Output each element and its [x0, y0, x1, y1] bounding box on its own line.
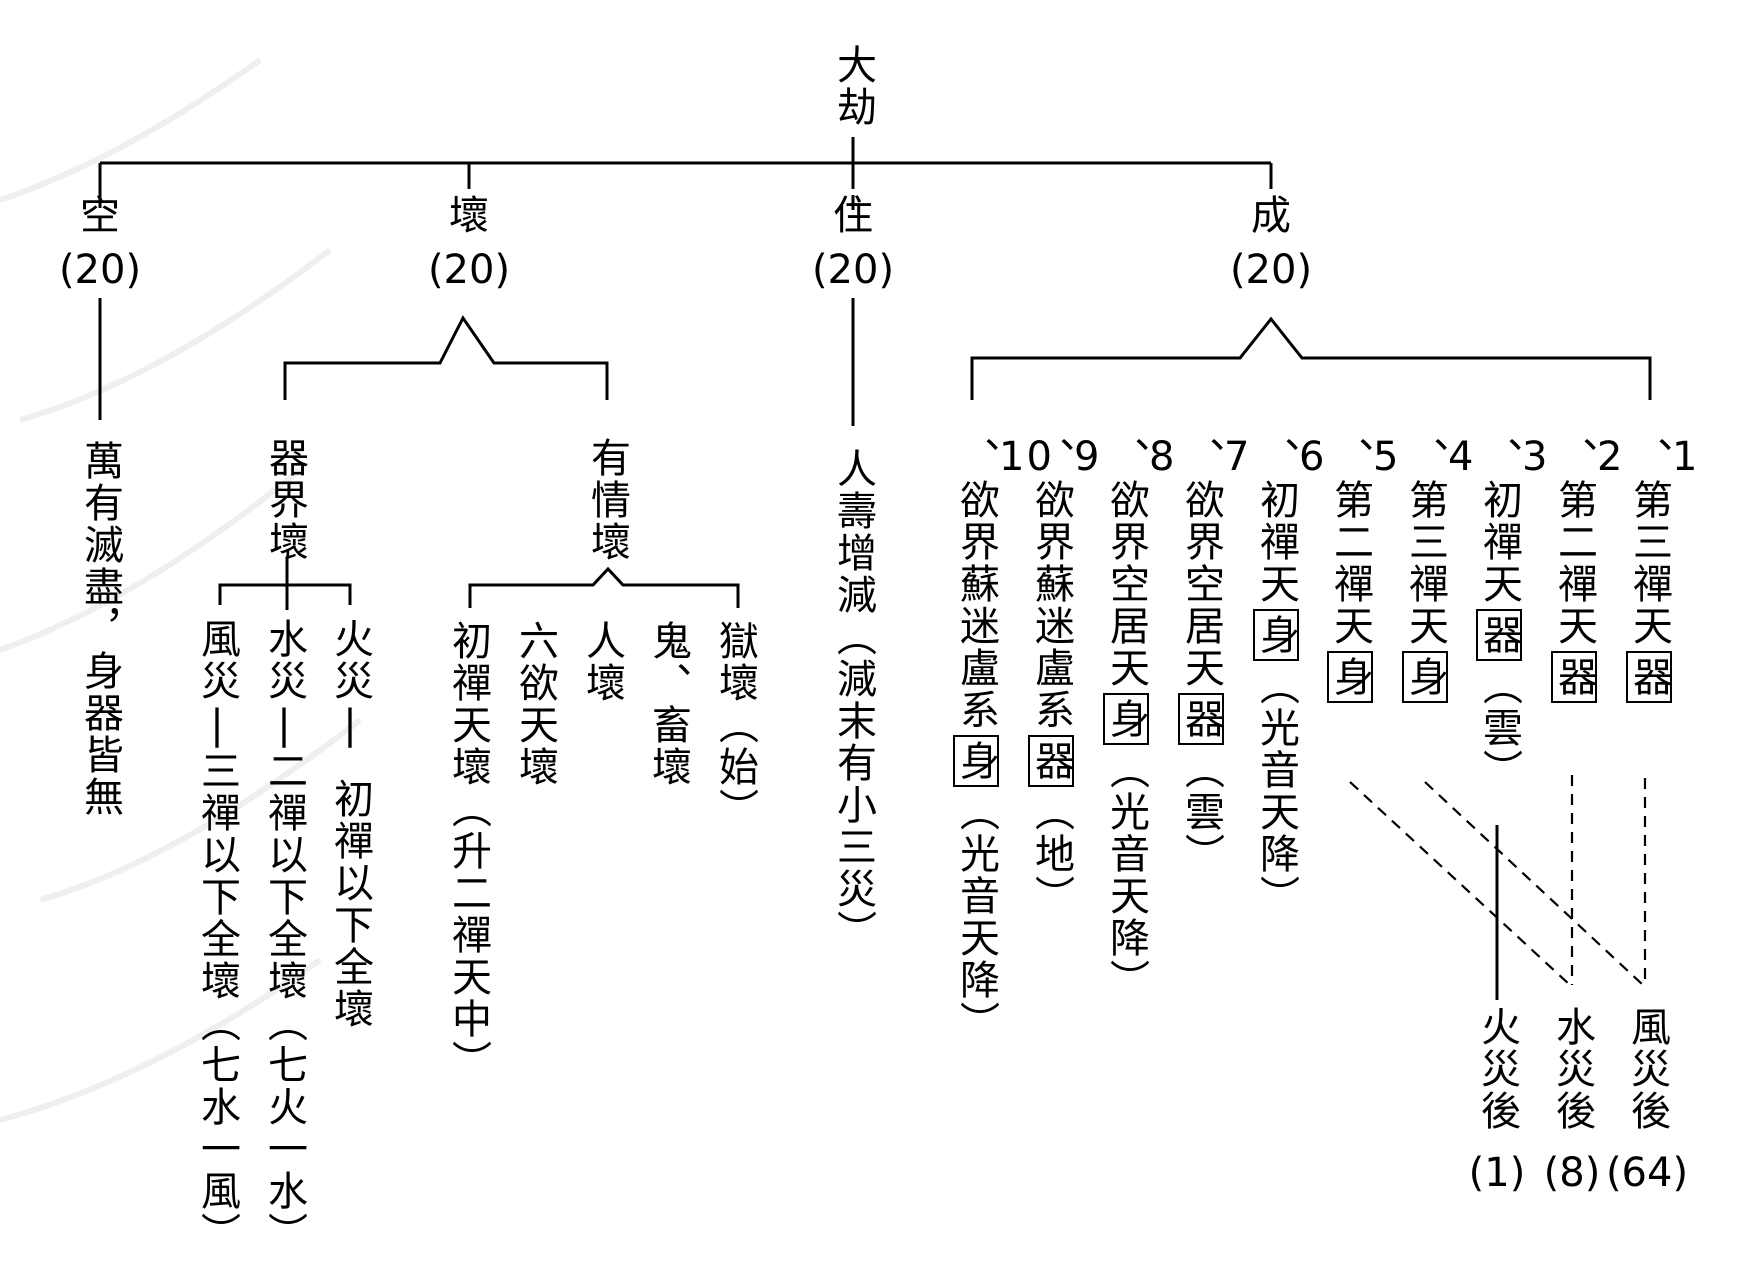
human-destruction: 人壞: [579, 620, 625, 704]
after-fire-count: (1): [1468, 1150, 1526, 1196]
step-text: 、第三禪天: [1626, 437, 1672, 647]
wind-disaster-column: 風災|三禪以下全壞（七水一風）: [194, 618, 240, 1254]
step-number: 4: [1448, 434, 1476, 480]
bamboo-watermark: [0, 57, 362, 1123]
step-text: 、欲界空居天: [1103, 437, 1149, 689]
step-number: 3: [1522, 434, 1550, 480]
hell-destruction: 獄壞（始）: [712, 620, 758, 830]
dash-rule: |: [327, 702, 373, 750]
after-wind-count: (64): [1605, 1150, 1689, 1196]
cheng-step-3: 3、初禪天器（雲）: [1476, 437, 1549, 791]
cheng-step-6: 6、初禪天身（光音天降）: [1253, 437, 1326, 917]
step-text: 、第三禪天: [1402, 437, 1448, 647]
phase-zhu-name: 住: [833, 193, 873, 239]
step-text: 、欲界蘇迷盧系: [953, 437, 999, 731]
six-desire-heaven-destruction: 六欲天壞: [512, 620, 558, 788]
step-number: 7: [1224, 434, 1252, 480]
phase-cheng-name: 成: [1251, 193, 1291, 239]
step-note: （雲）: [1178, 749, 1224, 875]
first-dhyana-heaven-destruction: 初禪天壞（升二禪天中）: [445, 620, 491, 1082]
step-text: 、第二禪天: [1551, 437, 1597, 647]
phase-kong-count: (20): [58, 247, 142, 293]
phase-huai-name: 壞: [449, 193, 489, 239]
water-disaster-column: 水災|二禪以下全壞（七火一水）: [261, 618, 307, 1254]
step-text: 、初禪天: [1253, 437, 1299, 605]
step-text: 、欲界蘇迷盧系: [1028, 437, 1074, 731]
step-box: 身: [1327, 651, 1373, 703]
step-number: 5: [1373, 434, 1401, 480]
step-box: 身: [953, 735, 999, 787]
step-box: 器: [1178, 693, 1224, 745]
step-note: （地）: [1028, 791, 1074, 917]
wind-disaster: 風災: [194, 618, 240, 702]
water-disaster: 水災: [261, 618, 307, 702]
root-label: 大劫: [830, 44, 876, 128]
cheng-step-4: 4、第三禪天身: [1402, 437, 1475, 707]
step-number: 6: [1299, 434, 1327, 480]
qijie-huai-label: 器界壞: [262, 437, 308, 563]
step-number: 9: [1074, 434, 1102, 480]
step-text: 、初禪天: [1476, 437, 1522, 605]
step-text: 、第二禪天: [1327, 437, 1373, 647]
phase-huai-count: (20): [427, 247, 511, 293]
step-text: 、欲界空居天: [1178, 437, 1224, 689]
phase-kong-name: 空: [80, 193, 120, 239]
cheng-step-2: 2、第二禪天器: [1551, 437, 1624, 707]
dash-rule: |: [194, 702, 240, 750]
wind-disaster-scope: 三禪以下全壞（七水一風）: [194, 750, 240, 1254]
step-note: （雲）: [1476, 665, 1522, 791]
cheng-step-9: 9、欲界蘇迷盧系器（地）: [1028, 437, 1101, 917]
cheng-step-10: 10、欲界蘇迷盧系身（光音天降）: [953, 437, 1054, 1043]
step-number: 8: [1149, 434, 1177, 480]
phase-zhu-count: (20): [811, 247, 895, 293]
cheng-step-1: 1、第三禪天器: [1626, 437, 1699, 707]
fire-disaster-scope: 初禪以下全壞: [327, 778, 373, 1030]
after-water-label: 水災後: [1549, 1006, 1595, 1132]
after-water-count: (8): [1543, 1150, 1601, 1196]
step-number: 1: [1672, 434, 1700, 480]
phase-cheng-count: (20): [1229, 247, 1313, 293]
zhu-description: 人壽增減（減末有小三災）: [830, 448, 876, 952]
cheng-step-5: 5、第二禪天身: [1327, 437, 1400, 707]
fire-disaster: 火災: [327, 618, 373, 702]
step-box: 身: [1402, 651, 1448, 703]
dash-rule: |: [261, 702, 307, 750]
step-box: 身: [1253, 609, 1299, 661]
step-note: （光音天降）: [1253, 665, 1299, 917]
water-disaster-scope: 二禪以下全壞（七火一水）: [261, 750, 307, 1254]
after-wind-label: 風災後: [1624, 1006, 1670, 1132]
youqing-huai-label: 有情壞: [584, 437, 630, 563]
step-number: 10: [999, 434, 1054, 480]
fire-disaster-column: 火災| 初禪以下全壞: [327, 618, 373, 1030]
step-note: （光音天降）: [1103, 749, 1149, 1001]
cheng-step-7: 7、欲界空居天器（雲）: [1178, 437, 1251, 875]
step-box: 器: [1551, 651, 1597, 703]
step-box: 器: [1626, 651, 1672, 703]
step-note: （光音天降）: [953, 791, 999, 1043]
step-box: 器: [1028, 735, 1074, 787]
cheng-step-8: 8、欲界空居天身（光音天降）: [1103, 437, 1176, 1001]
ghost-animal-destruction: 鬼、畜壞: [645, 620, 691, 788]
kong-description: 萬有滅盡，身器皆無: [77, 440, 123, 818]
after-fire-label: 火災後: [1474, 1006, 1520, 1132]
step-box: 器: [1476, 609, 1522, 661]
step-number: 2: [1597, 434, 1625, 480]
step-box: 身: [1103, 693, 1149, 745]
